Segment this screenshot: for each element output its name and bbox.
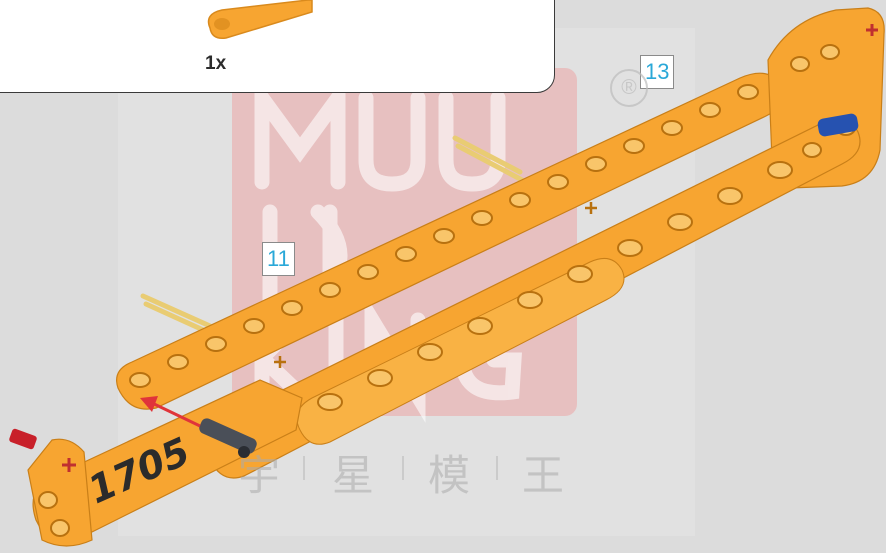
part-quantity: 1x [205,53,227,74]
dark-pin [199,418,257,458]
watermark-char: 模 [428,451,471,500]
watermark-char: 王 [522,451,565,500]
step-badge-11: 11 [262,242,295,276]
callout-beam-part [207,0,313,40]
watermark-char: 星 [332,451,375,500]
blue-pin [817,113,859,137]
insert-arrow [140,396,201,428]
red-pin [9,428,37,450]
watermark-char: 宇 [238,451,281,500]
registered-mark: ® [610,69,648,107]
watermark-separator [402,456,404,480]
watermark-separator [303,456,305,480]
watermark-separator [496,456,498,480]
axle-rear [140,135,525,337]
